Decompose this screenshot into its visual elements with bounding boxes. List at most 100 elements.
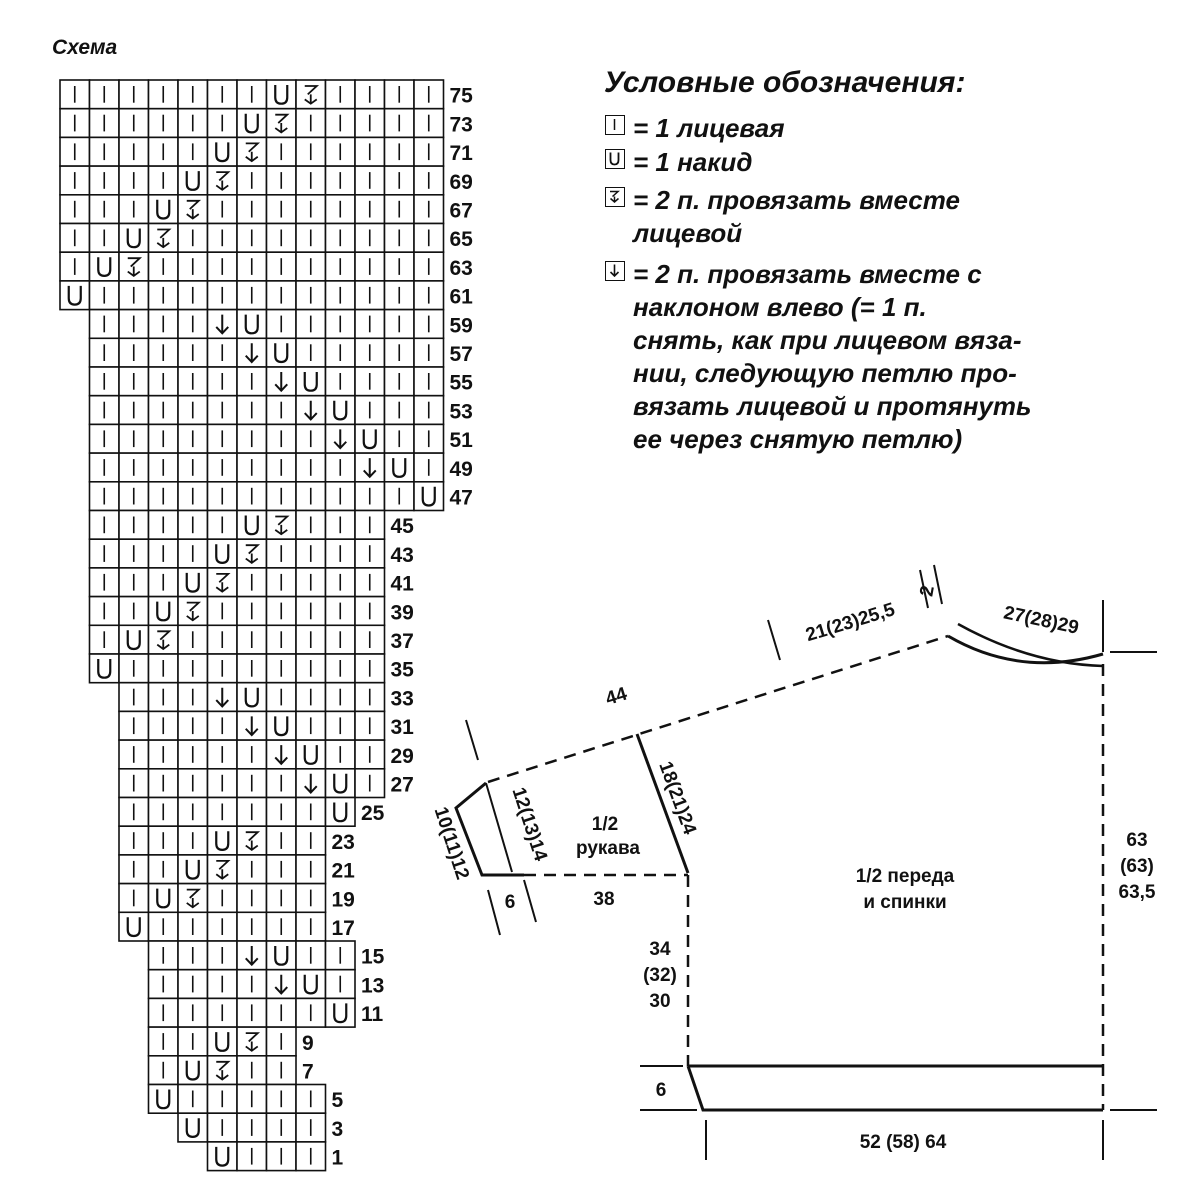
chart-cell [147, 567, 179, 598]
chart-cell [236, 337, 268, 368]
chart-cell [177, 1083, 209, 1115]
chart-cell [88, 423, 120, 454]
chart-cell [265, 165, 297, 196]
chart-row [59, 165, 445, 196]
k2tog-icon [274, 515, 290, 536]
chart-cell [118, 366, 150, 397]
chart-cell [354, 739, 386, 770]
chart-cell [295, 394, 327, 426]
chart-cell [413, 366, 445, 397]
yarn-over-icon [303, 372, 318, 392]
body-width-label: 52 (58) 64 [860, 1132, 947, 1153]
chart-cell [236, 194, 268, 225]
chart-cell [295, 194, 327, 225]
chart-cell [177, 710, 209, 741]
row-number: 25 [361, 802, 385, 825]
chart-cell [147, 452, 179, 483]
yarn-over-icon [333, 802, 348, 823]
chart-cell [206, 940, 238, 971]
sleeve-title-line1: 1/2 [592, 814, 618, 835]
row-number: 27 [391, 774, 414, 797]
chart-cell [383, 107, 415, 139]
chart-cell [88, 567, 120, 598]
yarn-over-icon [126, 630, 141, 651]
chart-cell [324, 710, 356, 741]
body-title-line2: и спинки [863, 892, 946, 913]
chart-cell [265, 79, 297, 110]
chart-cell [236, 681, 268, 713]
chart-cell [265, 595, 297, 627]
chart-cell [206, 882, 238, 914]
chart-cell [59, 251, 91, 282]
chart-cell [177, 854, 209, 885]
yarn-over-symbol-icon [605, 149, 625, 169]
chart-cell [236, 767, 268, 799]
chart-cell [88, 366, 120, 397]
chart-cell [236, 911, 268, 942]
chart-cell [265, 222, 297, 254]
chart-cell [265, 538, 297, 569]
chart-cell [88, 308, 120, 340]
chart-cell [324, 595, 356, 627]
chart-cell [324, 194, 356, 225]
row-number: 41 [391, 573, 415, 596]
chart-cell [265, 452, 297, 483]
chart-cell [324, 480, 356, 512]
chart-cell [295, 1083, 327, 1115]
chart-cell [59, 107, 91, 139]
k2tog-icon [304, 85, 320, 105]
chart-cell [147, 624, 179, 655]
chart-row [118, 854, 327, 885]
ssk-icon [304, 400, 318, 421]
chart-cell [59, 194, 91, 225]
chart-cell [206, 567, 238, 598]
chart-cell [177, 136, 209, 167]
chart-cell [236, 165, 268, 196]
yarn-over-icon [215, 1032, 230, 1052]
row-number: 47 [450, 487, 473, 510]
row-number: 67 [450, 200, 473, 223]
legend-item-yarn-over: = 1 накид [605, 146, 752, 179]
chart-cell [236, 538, 268, 569]
chart-cell [265, 337, 297, 368]
chart-cell [147, 911, 179, 942]
chart-cell [206, 366, 238, 397]
chart-cell [177, 739, 209, 770]
chart-cell [88, 394, 120, 426]
chart-cell [354, 567, 386, 598]
chart-cell [324, 366, 356, 397]
chart-cell [413, 480, 445, 512]
sleeve-top-line [487, 634, 949, 784]
chart-cell [383, 308, 415, 340]
chart-cell [206, 911, 238, 942]
chart-cell [177, 107, 209, 139]
chart-cell [147, 681, 179, 713]
k2tog-icon [215, 171, 231, 191]
chart-cell [265, 710, 297, 741]
yarn-over-icon [303, 974, 318, 995]
chart-cell [295, 825, 327, 856]
row-number: 69 [450, 171, 473, 194]
row-number: 59 [450, 314, 473, 337]
chart-cell [206, 538, 238, 569]
chart-cell [118, 165, 150, 196]
chart-cell [383, 366, 415, 397]
chart-cell [206, 710, 238, 741]
chart-cell [206, 796, 238, 828]
chart-cell [147, 1083, 179, 1115]
chart-cell [147, 136, 179, 167]
chart-cell [177, 538, 209, 569]
sleeve-length-label: 44 [603, 683, 630, 709]
chart-cell [265, 968, 297, 1000]
chart-cell [265, 940, 297, 971]
chart-cell [354, 394, 386, 426]
chart-row [59, 194, 445, 225]
chart-cell [236, 796, 268, 828]
chart-cell [354, 681, 386, 713]
sleeve-inner-label: 38 [593, 889, 614, 910]
chart-cell [383, 452, 415, 483]
chart-cell [177, 882, 209, 914]
chart-row [147, 1083, 327, 1115]
chart-cell [324, 796, 356, 828]
chart-cell [118, 394, 150, 426]
